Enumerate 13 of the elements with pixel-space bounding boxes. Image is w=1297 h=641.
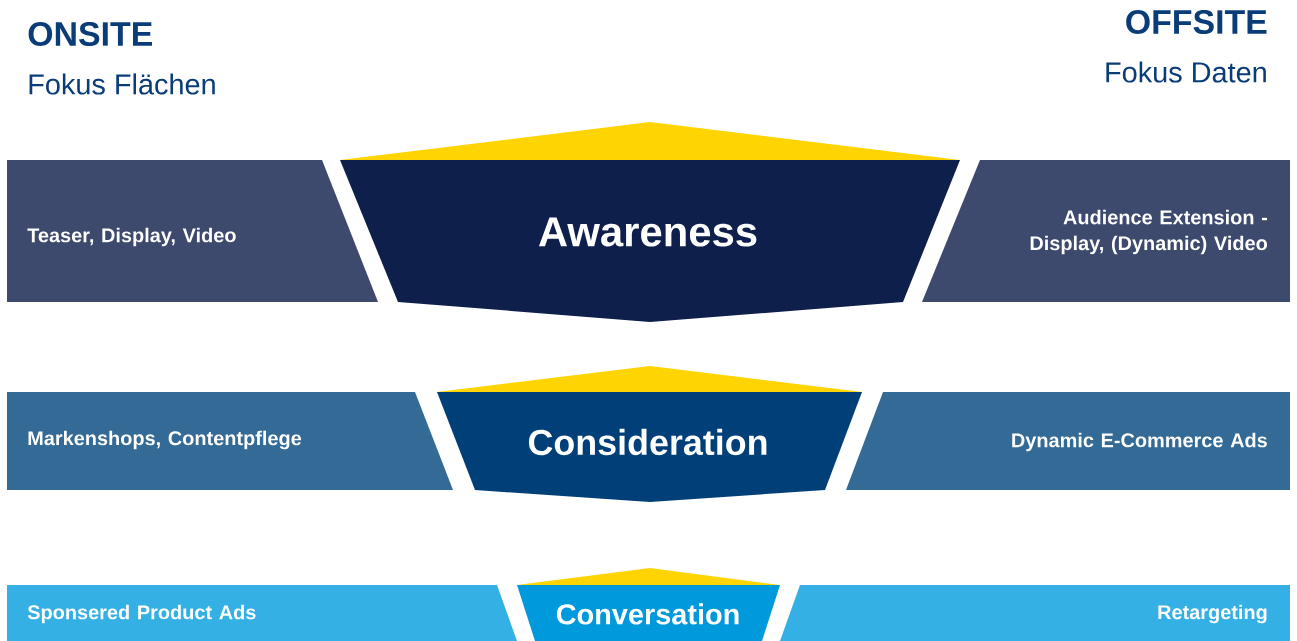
band-segment: Sponsered Product Ads: [7, 585, 517, 641]
band-segment: Teaser, Display, Video: [7, 160, 378, 302]
subheading: Fokus Flächen: [29, 73, 215, 95]
band-segment: Markenshops, Contentpflege: [7, 392, 453, 490]
funnel-stage: Awareness: [340, 122, 960, 322]
funnel-stage: Conversation: [517, 568, 780, 641]
heading: OFFSITE: [1126, 10, 1267, 34]
band-segment: Audience Extension - Display, (Dynamic) Video: [922, 160, 1290, 302]
band-segment: Retargeting: [780, 585, 1290, 641]
funnel-stage: Consideration: [437, 366, 862, 502]
band-segment: Dynamic E-Commerce Ads: [846, 392, 1290, 490]
subheading: Fokus Daten: [1106, 61, 1266, 83]
heading: ONSITE: [28, 22, 152, 46]
